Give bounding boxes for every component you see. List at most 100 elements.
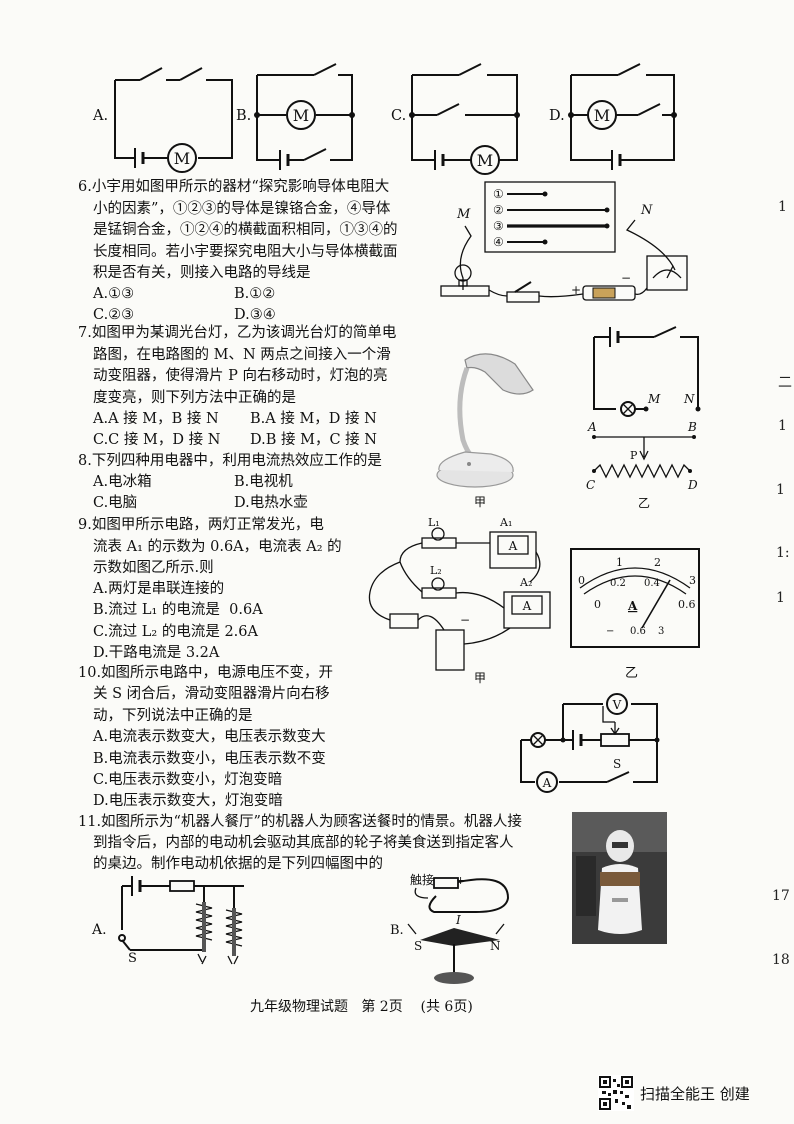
q10-option-b: B.电流表示数变小，电压表示数不变 <box>93 751 326 767</box>
q5-option-a-label: A. <box>93 108 109 124</box>
clip-n-label: N <box>640 203 653 218</box>
terminal-d-label: D <box>687 478 698 492</box>
q5-circuit-b: M <box>254 63 355 170</box>
point-n-label: N <box>683 392 695 406</box>
q7-option-b: B.A 接 M，D 接 N <box>250 411 377 427</box>
q10-line: 10.如图所示电路中，电源电压不变，开 <box>78 665 334 681</box>
q7-option-d: D.B 接 M，C 接 N <box>250 432 377 448</box>
q8-option-a: A.电冰箱 <box>93 474 152 490</box>
lamp-l1-label: L₁ <box>428 516 440 529</box>
q10-line: 关 S 闭合后，滑动变阻器滑片向右移 <box>93 686 330 702</box>
q6-line: 是锰铜合金，①②④的横截面积相同，①③④的 <box>93 222 398 238</box>
dial-bottom-1: 0.6 <box>678 598 696 611</box>
q7-lamp-figure: 甲 <box>436 353 534 509</box>
clip-m-label: M <box>456 207 471 222</box>
dial-terminal-3: 3 <box>658 626 664 637</box>
dial-terminal-minus: − <box>606 626 614 637</box>
terminal-c-label: C <box>586 478 595 492</box>
wire-4-label: ④ <box>493 235 504 249</box>
q9-ammeter-dial: 0 1 2 3 0.2 0.4 0 0.6 A − 0.6 3 <box>570 548 700 648</box>
wire-2-label: ② <box>493 203 504 217</box>
margin-number: 1 <box>778 199 787 215</box>
q6-option-a: A.①③ <box>93 286 135 302</box>
q11-b-current-label: I <box>455 913 461 927</box>
q11-option-a-figure: A. S <box>91 876 244 966</box>
q7-circuit-figure: M N A B P C D 乙 <box>586 326 701 510</box>
battery-plus: + <box>571 283 581 297</box>
q5-option-c-label: C. <box>391 108 407 124</box>
voltmeter-label: V <box>612 698 622 712</box>
q11-b-north-label: N <box>490 939 501 953</box>
q11-a-label: A. <box>91 922 107 938</box>
dial-top-0: 0 <box>578 574 585 587</box>
margin-number: 1: <box>776 545 790 561</box>
q6-option-b: B.①② <box>234 286 276 302</box>
point-m-label: M <box>647 392 661 406</box>
dial-top-1: 1 <box>616 556 623 569</box>
margin-number: 1 <box>776 482 785 498</box>
dial-top-3: 3 <box>689 574 696 587</box>
page-footer: 九年级物理试题 第 2页 (共 6页) <box>250 999 473 1015</box>
q7-line: 度变亮，则下列方法中正确的是 <box>93 390 296 406</box>
ammeter-a2-label: A₂ <box>519 576 532 589</box>
margin-number: 18 <box>772 952 790 968</box>
q11-b-touch-label: 触接 <box>410 872 434 887</box>
q6-line: 小的因素”，①②③的导体是镍铬合金，④导体 <box>93 201 391 217</box>
fig-jia-label: 甲 <box>474 495 486 509</box>
q11-option-b-figure: 触接 + I B. S N <box>390 872 510 984</box>
q10-circuit-figure: V A S <box>520 693 660 793</box>
q9-option-c: C.流过 L₂ 的电流是 2.6A <box>93 624 258 640</box>
svg-text:A: A <box>522 599 532 613</box>
q9-fig-yi-label: 乙 <box>625 666 639 681</box>
q10-option-c: C.电压表示数变小，灯泡变暗 <box>93 772 283 788</box>
ammeter-a1-label: A₁ <box>499 516 512 529</box>
q9-option-d: D.干路电流是 3.2A <box>93 645 220 661</box>
q7-line: 动变阻器，使得滑片 P 向右移动时，灯泡的亮 <box>93 368 388 384</box>
q9-line: 流表 A₁ 的示数为 0.6A，电流表 A₂ 的 <box>93 539 342 555</box>
q11-line: 的桌边。制作电动机依据的是下列四幅图中的 <box>93 856 383 872</box>
q11-line: 到指令后，内部的电动机会驱动其底部的轮子将美食送到指定客人 <box>93 835 514 851</box>
q10-option-d: D.电压表示数变大，灯泡变暗 <box>93 793 283 809</box>
q9-line: 示数如图乙所示.则 <box>93 560 214 576</box>
q5-option-d-label: D. <box>549 108 565 124</box>
motor-label: M <box>477 151 493 170</box>
q11-b-label: B. <box>390 923 404 938</box>
motor-label: M <box>174 149 190 168</box>
q8-option-d: D.电热水壶 <box>234 495 308 511</box>
margin-number: 17 <box>772 888 790 904</box>
wire-3-label: ③ <box>493 219 504 233</box>
dial-terminal-06: 0.6 <box>630 626 646 637</box>
motor-label: M <box>594 106 610 125</box>
ammeter-label: A <box>542 776 552 790</box>
dial-unit: A <box>627 599 638 613</box>
q6-line: 积是否有关，则接入电路的导线是 <box>93 265 311 281</box>
svg-text:A: A <box>508 539 518 553</box>
q5-circuit-c: M <box>409 63 520 175</box>
terminal-a-label: A <box>587 420 597 434</box>
fig-jia-label: 甲 <box>474 671 486 685</box>
battery-minus: − <box>460 613 470 627</box>
dial-top-2: 2 <box>654 556 661 569</box>
q8-option-b: B.电视机 <box>234 474 293 490</box>
battery-minus: − <box>621 271 631 285</box>
dial-bottom-0: 0 <box>594 598 601 611</box>
q10-line: 动，下列说法中正确的是 <box>93 708 253 724</box>
dial-mid-1: 0.4 <box>644 578 660 589</box>
q9-line: 9.如图甲所示电路，两灯正常发光，电 <box>78 517 324 533</box>
q9-circuit-figure: L₁ A₁ L₂ A₂ A A − 甲 <box>368 516 551 685</box>
q6-option-c: C.②③ <box>93 307 135 323</box>
q9-option-b: B.流过 L₁ 的电流是 0.6A <box>93 602 263 618</box>
q5-option-b-label: B. <box>236 108 252 124</box>
q6-line: 6.小宇用如图甲所示的器材“探究影响导体电阻大 <box>78 179 390 195</box>
wire-1-label: ① <box>493 187 504 201</box>
q6-option-d: D.③④ <box>234 307 276 323</box>
margin-number: 1 <box>778 418 787 434</box>
qr-code-icon <box>598 1075 634 1111</box>
scanner-watermark: 扫描全能王 创建 <box>640 1085 750 1103</box>
terminal-b-label: B <box>687 420 697 434</box>
q6-figure: ① ② ③ ④ M N + − <box>440 181 688 303</box>
slider-p-label: P <box>630 449 638 462</box>
q5-circuit-d: M <box>568 63 677 170</box>
motor-label: M <box>293 106 309 125</box>
lamp-l2-label: L₂ <box>430 564 442 577</box>
